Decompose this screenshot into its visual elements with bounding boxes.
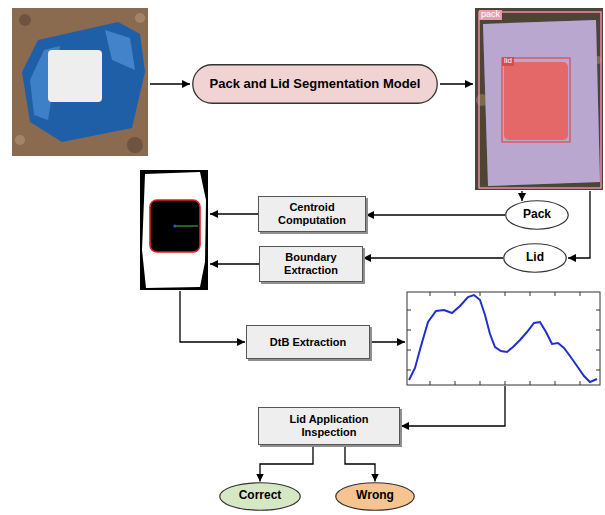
- flow-arrow: [568, 191, 590, 258]
- node-text: Wrong: [356, 489, 394, 503]
- pill-shape: [193, 65, 438, 104]
- process-box: Boundary Extraction: [259, 246, 363, 282]
- process-box: DtB Extraction: [246, 325, 370, 359]
- flow-arrow: [401, 386, 505, 426]
- ellipse-shape: [506, 201, 569, 230]
- process-pill: Pack and Lid Segmentation Model: [192, 64, 438, 104]
- flow-arrow: [210, 263, 259, 264]
- output-ellipse: Pack: [505, 200, 569, 230]
- node-text: Centroid Computation: [266, 201, 358, 226]
- node-text: Correct: [239, 489, 282, 503]
- class-tag: pack: [479, 10, 502, 20]
- flow-arrow: [180, 291, 245, 342]
- flow-connector: [363, 257, 503, 258]
- process-box: Lid Application Inspection: [258, 407, 400, 445]
- node-text: Pack: [523, 208, 551, 222]
- blue-pack: [483, 20, 600, 186]
- flow-arrow: [210, 213, 258, 214]
- centroid-point: [173, 224, 176, 227]
- output-ellipse: Lid: [503, 243, 567, 273]
- soil-ground: [12, 8, 148, 156]
- plot-frame: [407, 292, 600, 385]
- flow-connector: [260, 445, 313, 482]
- pack-highlight: [105, 30, 135, 70]
- centroid-distance: [175, 225, 198, 226]
- input-photo: [12, 8, 148, 156]
- ellipse-shape: [504, 244, 567, 273]
- soil-texture: [127, 137, 143, 153]
- dtb-signal-plot: [407, 292, 600, 385]
- soil-texture: [19, 14, 31, 26]
- node-text: Lid Application Inspection: [266, 413, 392, 438]
- plot-ticks: [407, 292, 600, 385]
- pack-mask: [142, 172, 206, 288]
- pack-bounding-box: [479, 12, 601, 188]
- soil-ground: [475, 8, 603, 190]
- flow-connector: [345, 445, 375, 482]
- ellipse-shape: [220, 482, 301, 510]
- process-box: Centroid Computation: [258, 196, 366, 232]
- class-tag: lid: [502, 57, 514, 66]
- soil-texture: [15, 135, 25, 145]
- result-ellipse: Wrong: [335, 482, 415, 511]
- node-text: Lid: [526, 251, 544, 265]
- ellipse-shape: [336, 482, 415, 510]
- blue-pack: [22, 22, 145, 142]
- result-ellipse: Correct: [219, 482, 301, 511]
- flow-arrow: [150, 83, 190, 84]
- pack-mask-overlay: [483, 20, 600, 186]
- segmented-photo: [475, 8, 603, 190]
- soil-texture: [135, 13, 145, 23]
- lid-bounding-box: [502, 58, 570, 142]
- flow-arrow: [440, 83, 473, 84]
- dtb-curve: [409, 295, 597, 382]
- node-text: Boundary Extraction: [267, 251, 355, 276]
- flow-connector: [366, 214, 505, 215]
- binary-mask-image: [140, 170, 208, 290]
- mask-background: [140, 170, 208, 290]
- lid-boundary: [150, 200, 200, 252]
- lid-mask-overlay: [504, 62, 568, 140]
- node-text: Pack and Lid Segmentation Model: [210, 77, 421, 92]
- node-text: DtB Extraction: [270, 336, 346, 349]
- white-lid: [48, 50, 102, 102]
- flow-arrow: [521, 191, 522, 201]
- flow-arrow: [371, 341, 405, 342]
